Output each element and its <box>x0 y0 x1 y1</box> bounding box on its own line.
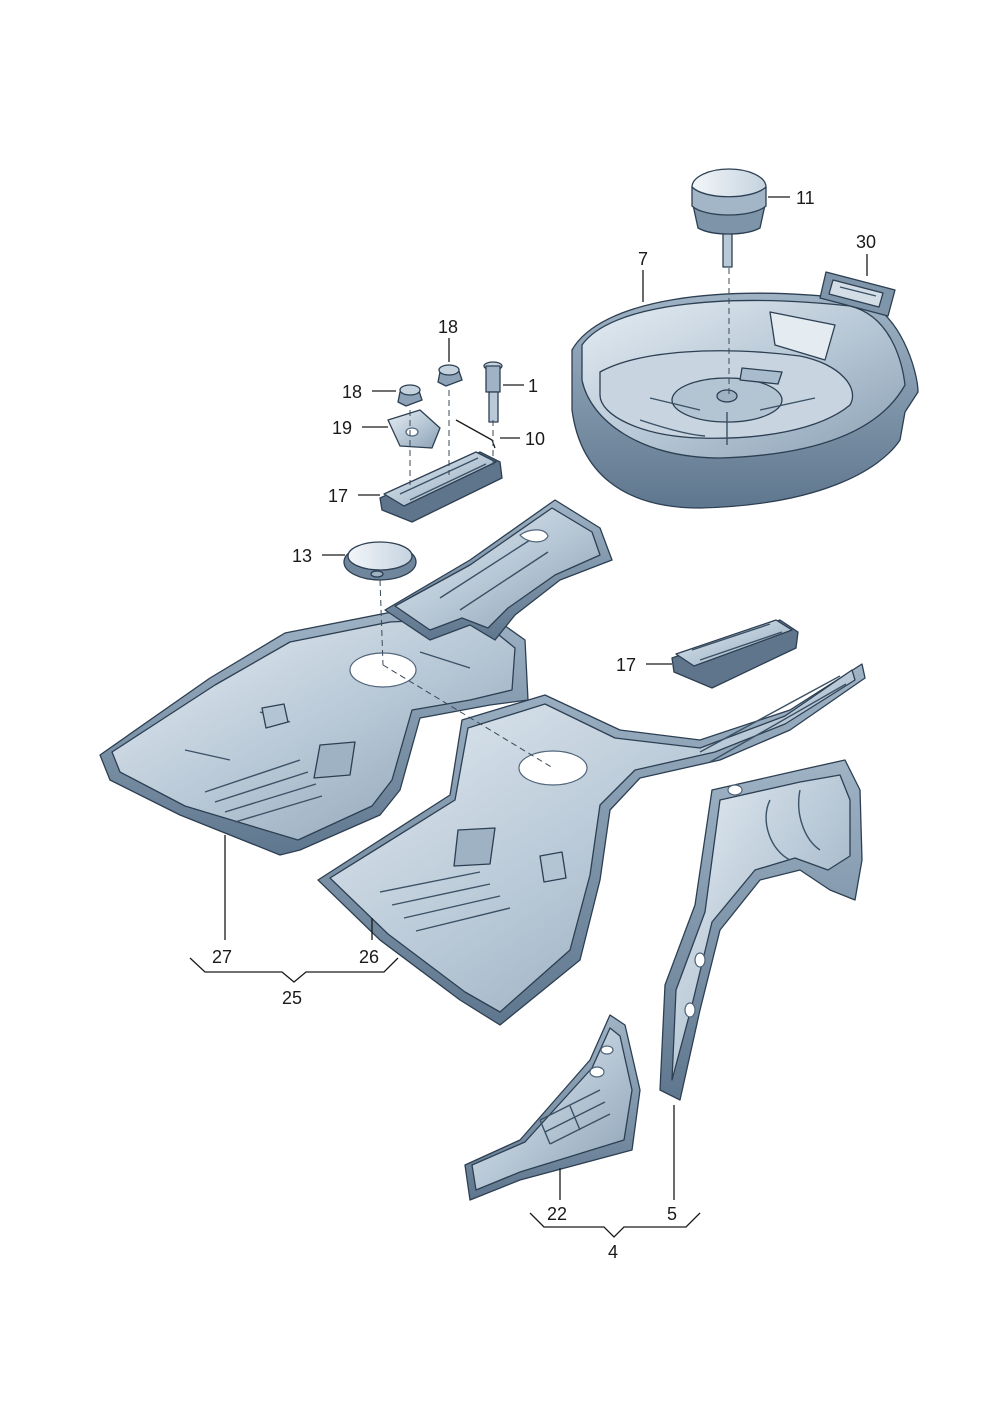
callout-1: 1 <box>528 376 538 396</box>
nut-18-upper <box>437 364 463 387</box>
nut-18-lower <box>397 384 423 407</box>
callout-4: 4 <box>608 1242 618 1262</box>
callout-7: 7 <box>638 249 648 269</box>
callout-13: 13 <box>292 546 312 566</box>
callout-19: 19 <box>332 418 352 438</box>
mounting-plate-upper <box>379 451 503 523</box>
assembly-lines <box>379 268 730 769</box>
group-bracket-25 <box>189 957 399 983</box>
callout-10: 10 <box>525 429 545 449</box>
leader-lines <box>224 196 868 1200</box>
callout-5: 5 <box>667 1204 677 1224</box>
callout-30: 30 <box>856 232 876 252</box>
mounting-plate-lower <box>671 619 799 689</box>
side-member-section <box>464 1014 641 1201</box>
callout-25: 25 <box>282 988 302 1008</box>
wheel-house-panel <box>659 759 863 1101</box>
callout-26: 26 <box>359 947 379 967</box>
group-bracket-4 <box>529 1212 701 1238</box>
callout-17-upper: 17 <box>328 486 348 506</box>
callout-17-lower: 17 <box>616 655 636 675</box>
floor-rear-rails <box>384 499 613 641</box>
callout-18-upper: 18 <box>438 317 458 337</box>
bracket-19 <box>387 409 441 449</box>
floor-front-section <box>99 607 529 856</box>
cover-cap <box>343 541 417 581</box>
floor-rear-section <box>317 663 866 1026</box>
wing-nut <box>691 168 767 268</box>
spare-wheel-well <box>571 292 919 509</box>
callout-22: 22 <box>547 1204 567 1224</box>
callout-27: 27 <box>212 947 232 967</box>
callout-18-lower: 18 <box>342 382 362 402</box>
callouts: 11 30 7 18 18 1 19 10 17 13 17 27 26 25 … <box>212 188 876 1262</box>
wire-clip-10 <box>455 419 496 449</box>
bolt <box>483 361 503 423</box>
grommet <box>819 271 896 317</box>
callout-11: 11 <box>796 188 815 208</box>
